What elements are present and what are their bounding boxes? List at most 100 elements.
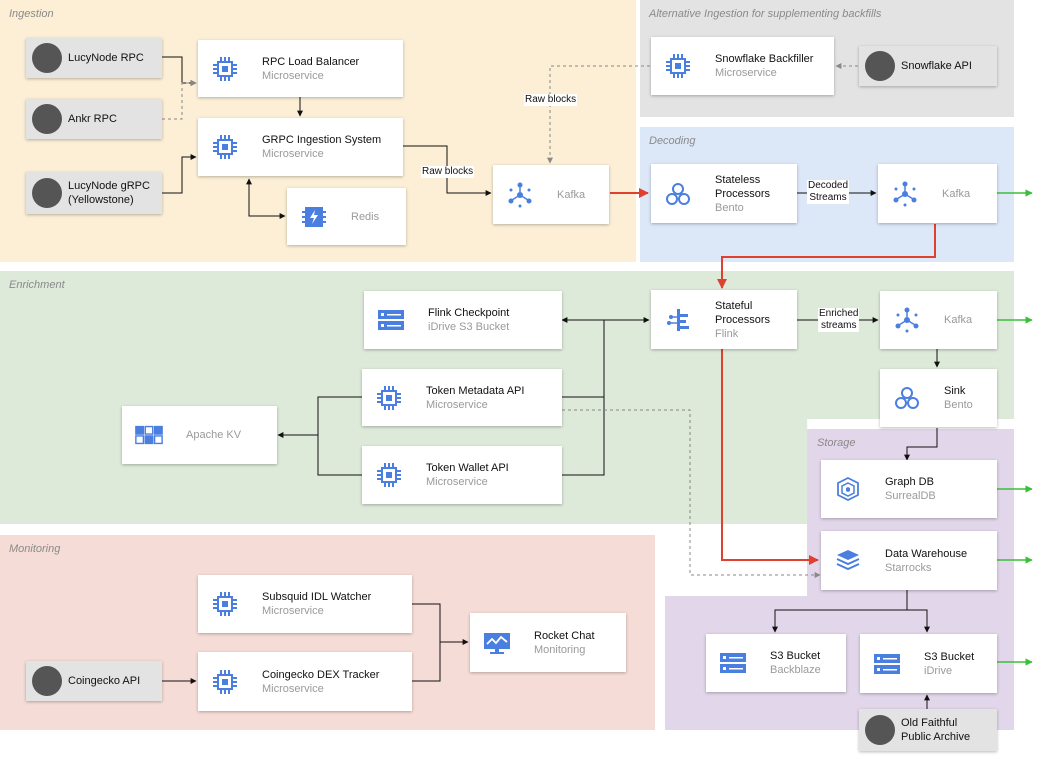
node-subtitle: Microservice	[262, 682, 324, 695]
grid-icon	[134, 420, 164, 450]
node-text: Kafka	[944, 313, 972, 327]
kafka-decoded-node[interactable]: Kafka	[878, 164, 997, 223]
source-circle-icon	[32, 178, 62, 208]
source-label: LucyNode gRPC (Yellowstone)	[68, 179, 150, 207]
node-text: Redis	[351, 210, 379, 224]
node-subtitle: Starrocks	[885, 561, 932, 574]
edge-apis-to-stateful	[562, 320, 605, 476]
node-subtitle: Microservice	[426, 398, 488, 411]
source-label: Old Faithful Public Archive	[901, 716, 970, 744]
node-title: Data Warehouse	[885, 547, 968, 560]
old-faithful-source[interactable]: Old Faithful Public Archive	[859, 709, 997, 751]
chip-icon	[210, 667, 240, 697]
storage-icon	[376, 305, 406, 335]
edge-label-enriched-line1: Enriched	[819, 308, 859, 319]
source-label-line1: Old Faithful	[901, 717, 958, 729]
node-title: Apache KV	[186, 429, 242, 441]
pubsub-icon	[892, 305, 922, 335]
kafka-enriched-node[interactable]: Kafka	[880, 291, 997, 349]
coingecko-api-source[interactable]: Coingecko API	[26, 661, 162, 701]
node-title: Token Wallet API	[426, 462, 509, 474]
snowflake-api-source[interactable]: Snowflake API	[859, 46, 997, 86]
edge-backfiller-to-kafka	[547, 65, 650, 164]
source-label: LucyNode RPC	[68, 52, 144, 64]
node-subtitle: Bento	[944, 399, 973, 411]
node-title: Stateful	[715, 299, 753, 312]
node-title: Kafka	[944, 314, 973, 326]
dataflow-icon	[892, 383, 922, 413]
source-label: Snowflake API	[901, 60, 972, 72]
node-title: S3 Bucket	[924, 650, 975, 663]
node-subtitle: Microservice	[262, 148, 324, 160]
node-title-line2: Processors	[715, 313, 771, 326]
edge-dw-to-s3	[774, 590, 927, 632]
edge-sink-to-graphdb	[904, 428, 938, 461]
node-title: Graph DB	[885, 476, 934, 488]
pubsub-icon	[505, 180, 535, 210]
lucynode-rpc-source[interactable]: LucyNode RPC	[26, 38, 162, 78]
node-title: RPC Load Balancer	[262, 55, 360, 68]
ankr-rpc-source[interactable]: Ankr RPC	[26, 99, 162, 139]
region-label-alt-ingestion: Alternative Ingestion for supplementing …	[649, 8, 882, 20]
pipeline-icon	[663, 305, 693, 335]
source-circle-icon	[865, 51, 895, 81]
lucynode-grpc-source[interactable]: LucyNode gRPC (Yellowstone)	[26, 172, 162, 214]
node-title: S3 Bucket	[770, 650, 821, 662]
node-title: Token Metadata API	[426, 384, 525, 397]
node-subtitle: Bento	[715, 201, 744, 214]
region-label-monitoring: Monitoring	[9, 543, 61, 555]
apache-kv-node[interactable]: Apache KV	[122, 406, 277, 464]
edge-lucynode-rpc-to-lb	[162, 56, 197, 86]
kafka-ingest-node[interactable]: Kafka	[493, 165, 609, 224]
source-label-line2: Public Archive	[901, 731, 971, 743]
node-title: Coingecko DEX Tracker	[262, 668, 380, 681]
region-label-ingestion: Ingestion	[9, 8, 54, 20]
source-circle-icon	[32, 666, 62, 696]
node-text: Kafka	[942, 187, 970, 201]
region-label-storage: Storage	[817, 437, 856, 449]
chip-icon	[663, 51, 693, 81]
pubsub-icon	[890, 179, 920, 209]
source-label: Coingecko API	[68, 675, 141, 687]
node-subtitle: Flink	[715, 327, 739, 340]
edge-label-raw-blocks-lower: Raw blocks	[421, 166, 475, 178]
node-subtitle: Microservice	[262, 69, 324, 82]
node-subtitle: Microservice	[715, 67, 777, 79]
chip-icon	[374, 383, 404, 413]
node-subtitle: Microservice	[262, 605, 324, 617]
storage-icon	[872, 649, 902, 679]
node-title: Subsquid IDL Watcher	[262, 591, 372, 603]
edge-label-decoded-line2: Streams	[809, 192, 847, 203]
node-subtitle: iDrive S3 Bucket	[428, 321, 510, 333]
edge-kafka-to-stateful	[717, 224, 936, 289]
redis-node[interactable]: Redis	[287, 188, 406, 245]
source-circle-icon	[32, 43, 62, 73]
source-label-line1: LucyNode gRPC	[68, 180, 150, 192]
edge-label-enriched-streams: Enriched streams	[818, 308, 860, 332]
warehouse-icon	[833, 546, 863, 576]
